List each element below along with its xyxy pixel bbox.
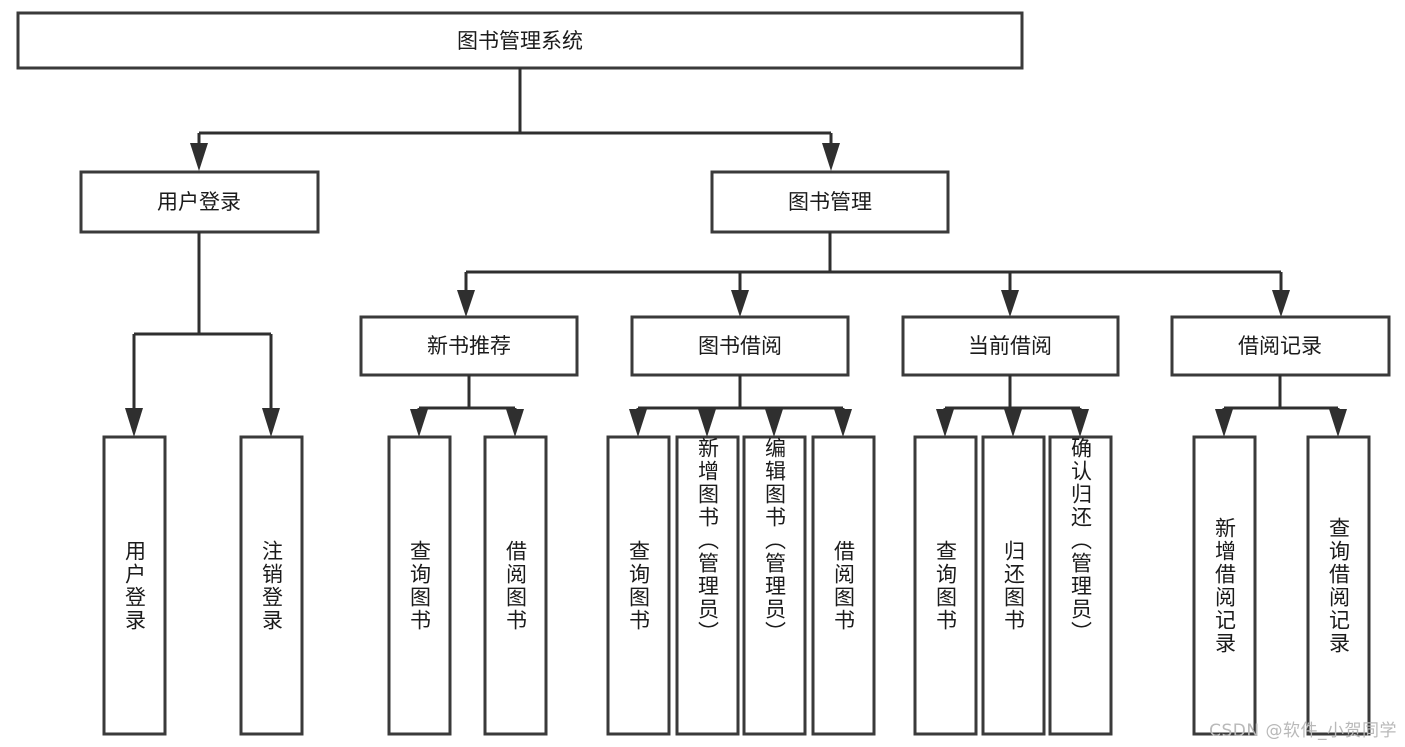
node-root-system-shape xyxy=(16,11,1024,70)
arrow-to-leaf-query-book-3 xyxy=(936,409,954,437)
node-current-borrow[interactable]: 当前借阅 xyxy=(901,315,1120,377)
leaf-box-query-book-1[interactable] xyxy=(387,435,452,736)
leaf-box-add-book[interactable] xyxy=(675,435,740,736)
leaf-box-query-book-3[interactable] xyxy=(913,435,978,736)
leaf-box-return-book[interactable] xyxy=(981,435,1046,736)
node-book-borrow-label: 图书借阅 xyxy=(698,334,782,358)
arrow-to-leaf-add-record xyxy=(1215,409,1233,437)
arrow-to-leaf-add-book xyxy=(698,409,716,437)
arrow-to-book-manage xyxy=(822,143,840,171)
node-user-login-shape xyxy=(79,170,320,234)
arrow-to-new-book-rec xyxy=(457,290,475,317)
connector-root-to-level2 xyxy=(190,68,840,171)
connector-book-manage-to-level3 xyxy=(457,232,1290,317)
leaf-box-add-record[interactable] xyxy=(1192,435,1257,736)
node-new-book-rec[interactable]: 新书推荐 xyxy=(359,315,579,377)
arrow-to-leaf-borrow-book-2 xyxy=(834,409,852,437)
connector-book-borrow-to-leaves xyxy=(629,375,852,437)
leaf-box-borrow-book-1[interactable] xyxy=(483,435,548,736)
leaf-box-edit-book[interactable] xyxy=(742,435,807,736)
node-new-book-rec-label: 新书推荐 xyxy=(427,334,511,358)
node-book-manage-label: 图书管理 xyxy=(788,190,872,214)
leaf-box-query-record[interactable] xyxy=(1306,435,1371,736)
arrow-to-leaf-confirm-return xyxy=(1071,409,1089,437)
connector-current-borrow-to-leaves xyxy=(936,375,1089,437)
node-book-borrow[interactable]: 图书借阅 xyxy=(630,315,850,377)
arrow-to-leaf-edit-book xyxy=(765,409,783,437)
node-user-login[interactable]: 用户登录 xyxy=(79,170,320,234)
node-user-login-label: 用户登录 xyxy=(157,190,241,214)
connector-borrow-record-to-leaves xyxy=(1215,375,1347,437)
node-root-system-label: 图书管理系统 xyxy=(457,29,583,53)
arrow-to-leaf-logout-login xyxy=(262,408,280,437)
node-borrow-record[interactable]: 借阅记录 xyxy=(1170,315,1391,377)
leaf-box-user-login[interactable] xyxy=(102,435,167,736)
node-root-system[interactable]: 图书管理系统 xyxy=(16,11,1024,70)
arrow-to-leaf-borrow-book-1 xyxy=(506,409,524,437)
leaf-box-borrow-book-2[interactable] xyxy=(811,435,876,736)
leaf-box-query-book-2[interactable] xyxy=(606,435,671,736)
node-book-manage[interactable]: 图书管理 xyxy=(710,170,950,234)
node-borrow-record-label: 借阅记录 xyxy=(1238,334,1322,358)
node-current-borrow-shape xyxy=(901,315,1120,377)
node-current-borrow-label: 当前借阅 xyxy=(968,334,1052,358)
connector-user-login-to-leaves xyxy=(125,232,280,437)
arrow-to-leaf-query-book-2 xyxy=(629,409,647,437)
csdn-watermark: CSDN @软件_小贺同学 xyxy=(1209,721,1397,741)
leaf-box-logout-login[interactable] xyxy=(239,435,304,736)
node-new-book-rec-shape xyxy=(359,315,579,377)
arrow-to-leaf-query-record xyxy=(1329,409,1347,437)
arrow-to-book-borrow xyxy=(731,290,749,317)
arrow-to-current-borrow xyxy=(1001,290,1019,317)
connector-new-book-rec-to-leaves xyxy=(410,375,524,437)
arrow-to-user-login xyxy=(190,143,208,171)
arrow-to-borrow-record xyxy=(1272,290,1290,317)
arrow-to-leaf-user-login xyxy=(125,408,143,437)
arrow-to-leaf-return-book xyxy=(1004,409,1022,437)
arrow-to-leaf-query-book-1 xyxy=(410,409,428,437)
leaf-box-confirm-return[interactable] xyxy=(1048,435,1113,736)
